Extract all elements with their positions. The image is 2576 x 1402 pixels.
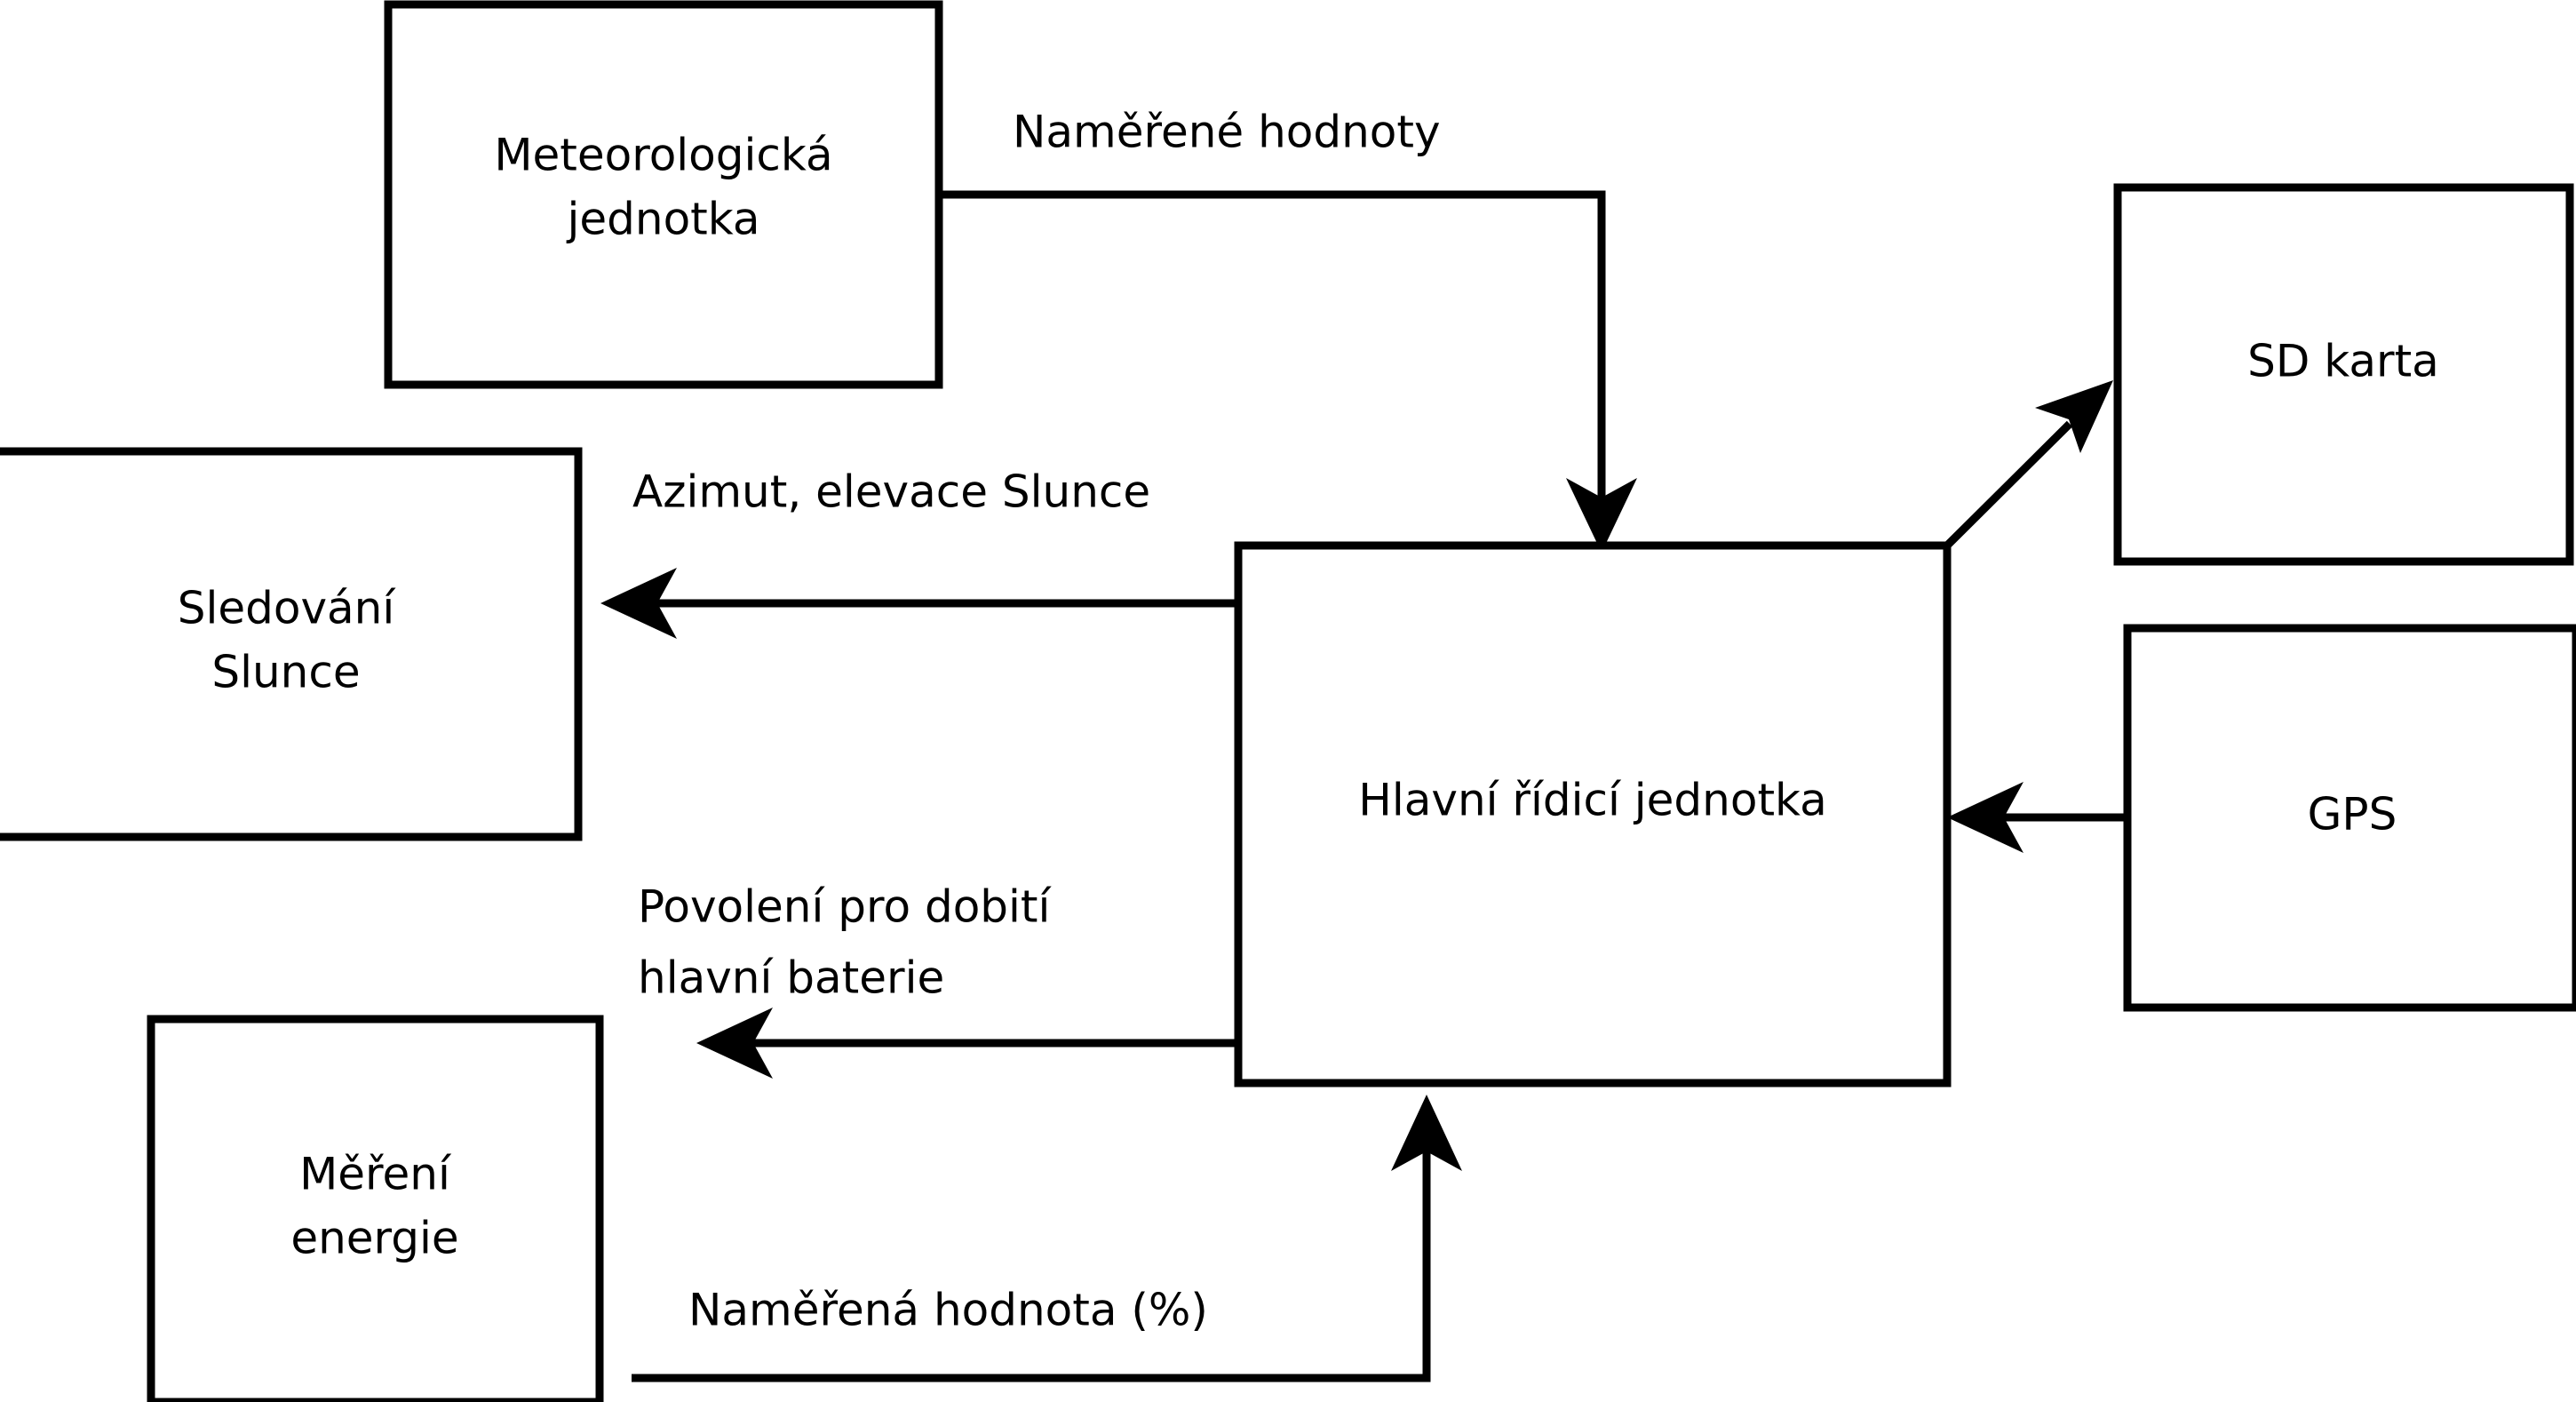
edge-label-povoleni-pro-dobiti-line1: Povolení pro dobití xyxy=(638,881,1053,933)
edge-label-namerene-hodnoty: Naměřené hodnoty xyxy=(1013,107,1441,158)
node-sledovani-slunce[interactable]: Sledování Slunce xyxy=(0,447,583,841)
edge-gps-to-main xyxy=(1947,782,2127,853)
node-sledovani-slunce-label-line1: Sledování xyxy=(178,583,397,634)
edge-label-povoleni-pro-dobiti-line2: hlavní baterie xyxy=(638,952,944,1004)
node-meteorologicka-jednotka-label-line1: Meteorologická xyxy=(494,130,832,181)
edge-main-to-sd-line xyxy=(1944,420,2073,549)
node-mereni-energie-label-line1: Měření xyxy=(299,1149,452,1200)
edge-meteo-to-main-arrowhead xyxy=(1566,478,1637,553)
node-meteorologicka-jednotka-box[interactable] xyxy=(384,0,943,389)
edge-main-to-energy-arrowhead xyxy=(696,1008,773,1079)
node-hlavni-ridici-jednotka[interactable]: Hlavní řídicí jednotka xyxy=(1234,541,1952,1087)
node-gps[interactable]: GPS xyxy=(2123,624,2576,1012)
edge-main-to-sun xyxy=(600,568,1238,639)
edge-main-to-sd xyxy=(1944,380,2113,549)
node-sd-karta-label: SD karta xyxy=(2247,336,2439,387)
edge-main-to-energy xyxy=(696,1008,1238,1079)
edge-energy-to-main xyxy=(632,1095,1462,1382)
edge-main-to-sun-arrowhead xyxy=(600,568,677,639)
node-sledovani-slunce-box[interactable] xyxy=(0,447,583,841)
node-meteorologicka-jednotka-label-line2: jednotka xyxy=(567,194,760,245)
edge-energy-to-main-line xyxy=(632,1146,1431,1382)
node-mereni-energie[interactable]: Měření energie xyxy=(147,1015,604,1402)
node-meteorologicka-jednotka[interactable]: Meteorologická jednotka xyxy=(384,0,943,389)
node-gps-box[interactable] xyxy=(2123,624,2576,1012)
edge-energy-to-main-arrowhead xyxy=(1391,1095,1462,1171)
node-mereni-energie-box[interactable] xyxy=(147,1015,604,1402)
edge-main-to-sd-arrowhead xyxy=(2035,380,2113,453)
node-gps-label: GPS xyxy=(2308,789,2397,840)
node-sd-karta-box[interactable] xyxy=(2113,183,2574,566)
edge-label-azimut-elevace-slunce: Azimut, elevace Slunce xyxy=(632,466,1150,518)
edge-meteo-to-main-line xyxy=(939,190,1606,506)
node-hlavni-ridici-jednotka-label: Hlavní řídicí jednotka xyxy=(1358,775,1827,826)
edge-label-namerena-hodnota-procenta: Naměřená hodnota (%) xyxy=(688,1285,1208,1336)
node-hlavni-ridici-jednotka-box[interactable] xyxy=(1234,541,1952,1087)
node-sledovani-slunce-label-line2: Slunce xyxy=(211,647,360,698)
edge-gps-to-main-arrowhead xyxy=(1947,782,2023,853)
edge-meteo-to-main xyxy=(939,190,1637,553)
node-sd-karta[interactable]: SD karta xyxy=(2113,183,2574,566)
node-mereni-energie-label-line2: energie xyxy=(290,1213,458,1264)
